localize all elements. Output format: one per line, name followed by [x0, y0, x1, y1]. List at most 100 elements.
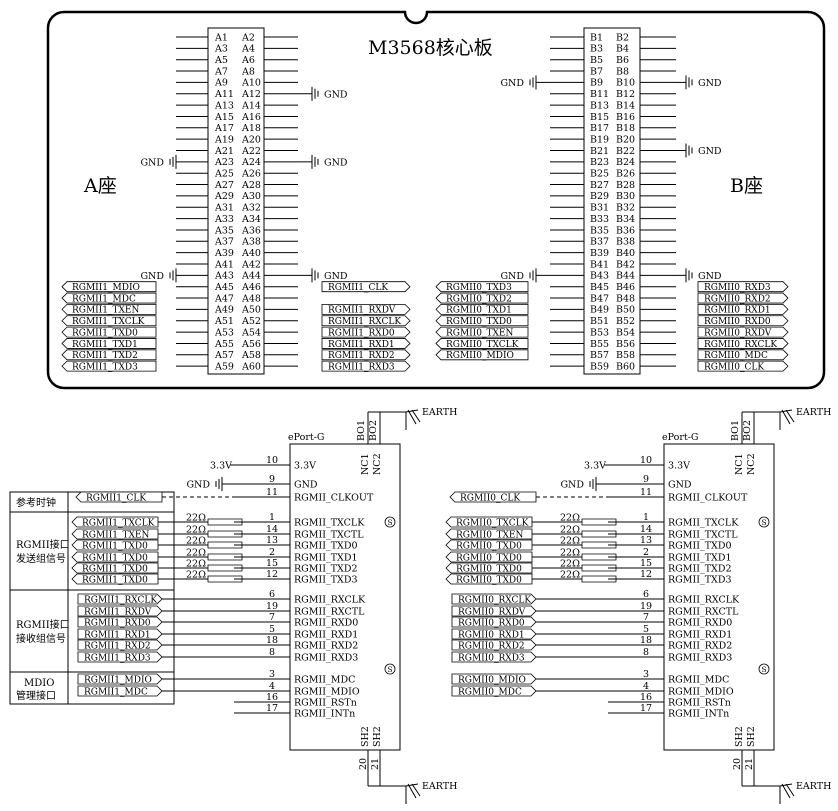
net-flag-b-right: RGMII0_CLK	[698, 361, 788, 372]
ground-symbol: GND	[686, 144, 722, 158]
eport-pin-number: 15	[266, 558, 278, 569]
shield-circle	[384, 516, 396, 528]
pin-label-b: B58	[616, 350, 635, 361]
ground-label: GND	[698, 78, 722, 89]
eport-pin-number: 3	[269, 669, 275, 680]
eport-pin-number: 5	[643, 624, 649, 635]
eport-body	[664, 444, 774, 750]
eport-pin-number: 18	[640, 635, 652, 646]
eport-pin-name: RGMII_TXD3	[294, 575, 358, 586]
rx-group-label-2: 接收组信号	[16, 632, 66, 645]
connector-a-label: A座	[83, 175, 117, 197]
net-flag-label: RGMII1_RXD1	[328, 340, 395, 350]
pin-label-b: B18	[616, 123, 635, 134]
eport-nc-pin: NC2	[372, 453, 383, 475]
eport-pin-number: 14	[266, 524, 278, 535]
eport-net-flag: RGMII0_TXCLK	[446, 517, 532, 528]
pin-label-a: A5	[214, 55, 228, 66]
pin-label-b: B41	[590, 259, 609, 270]
net-flag-label: RGMII0_TXD0	[456, 553, 522, 563]
net-flag-a-right: RGMII1_RXDV	[322, 304, 410, 316]
eport-pin-name: RGMII_RXD1	[668, 630, 732, 641]
eport-top-pin: BO2	[742, 420, 753, 441]
net-flag-label: RGMII0_RXD3	[704, 283, 771, 293]
eport-pin-number: 6	[643, 589, 649, 600]
eport-net-flag: RGMII0_CLK	[450, 492, 536, 503]
shield-s-label: S	[388, 518, 393, 527]
eport-pin-number: 12	[640, 569, 652, 580]
pin-label-b: B40	[616, 248, 635, 259]
net-flag-label: RGMII1_RXDV	[84, 607, 152, 617]
pin-label-b: B37	[590, 237, 609, 248]
net-flag-shape	[78, 606, 162, 616]
eport-net-flag: RGMII0_RXD0	[452, 617, 536, 628]
pin-label-a: A30	[241, 191, 261, 202]
net-flag-label: RGMII1_RXD3	[328, 362, 395, 372]
net-flag-a-left: RGMII1_TXEN	[62, 304, 156, 316]
eport-sh-pin: SH2	[746, 726, 757, 747]
ground-label: GND	[140, 271, 164, 282]
net-flag-label: RGMII0_RXCLK	[458, 595, 531, 605]
pin-label-a: A39	[214, 248, 234, 259]
shield-s-label: S	[762, 665, 767, 674]
eport-pin-name: RGMII_RXCLK	[294, 595, 366, 606]
pin-label-a: A59	[214, 361, 234, 372]
eport-name: ePort-G	[662, 432, 699, 443]
ground-symbol: GND	[312, 87, 348, 101]
pin-label-a: A48	[241, 293, 261, 304]
eport-net-flag: RGMII0_MDC	[452, 686, 536, 697]
eport-pin-name: GND	[294, 480, 318, 491]
eport-pin-name: RGMII_MDIO	[294, 687, 360, 698]
eport-pin-name: RGMII_RXD1	[294, 630, 358, 641]
net-flag-label: RGMII1_RXD0	[84, 618, 151, 628]
net-flag-label: RGMII1_CLK	[328, 283, 388, 293]
eport-pin-name: RGMII_TXCLK	[668, 518, 739, 529]
net-flag-label: RGMII1_RXDV	[328, 306, 396, 316]
pin-label-a: A41	[214, 259, 234, 270]
eport-pin-name: RGMII_TXD0	[294, 541, 358, 552]
net-flag-shape	[322, 316, 410, 326]
net-flag-label: RGMII1_TXCLK	[72, 317, 145, 327]
eport-pin-number: 13	[266, 535, 278, 546]
eport-net-flag: RGMII1_RXDV	[78, 606, 162, 617]
net-flag-label: RGMII0_RXD1	[458, 630, 525, 640]
pin-label-b: B32	[616, 203, 635, 214]
eport-net-flag: RGMII0_RXD3	[452, 652, 536, 663]
net-flag-label: RGMII1_TXD0	[82, 564, 148, 574]
eport-pin-name: RGMII_TXD3	[668, 575, 732, 586]
net-flag-shape	[436, 293, 528, 303]
eport-net-flag: RGMII0_TXEN	[446, 529, 532, 540]
vcc-label: 3.3V	[584, 461, 606, 472]
ground-label: GND	[324, 157, 348, 168]
eport-pin-number: 10	[266, 455, 278, 466]
pin-label-a: A19	[214, 134, 234, 145]
earth-hatch	[408, 784, 416, 798]
pin-label-b: B39	[590, 248, 609, 259]
pin-label-b: B47	[590, 293, 609, 304]
net-flag-shape	[322, 282, 410, 292]
net-flag-shape	[62, 350, 156, 360]
pin-label-a: A52	[241, 316, 261, 327]
resistor-value: 22Ω	[560, 525, 580, 536]
pin-label-a: A9	[214, 78, 228, 89]
eport-pin-name: RGMII_RXCTL	[668, 607, 739, 618]
net-flag-shape	[62, 293, 156, 303]
eport-pin-name: RGMII_RSTn	[668, 698, 731, 709]
net-flag-shape	[436, 316, 528, 326]
net-flag-shape	[62, 282, 156, 292]
net-flag-shape	[62, 361, 156, 371]
pin-label-a: A31	[214, 203, 234, 214]
eport-net-flag: RGMII1_TXEN	[72, 529, 158, 540]
net-flag-shape	[698, 304, 788, 314]
net-flag-label: RGMII0_CLK	[460, 493, 520, 503]
net-flag-label: RGMII0_TXCLK	[446, 340, 519, 350]
eport-pin-name: RGMII_RSTn	[294, 698, 357, 709]
net-flag-b-right: RGMII0_RXDV	[698, 327, 788, 338]
pin-label-b: B8	[616, 66, 629, 77]
earth-label: EARTH	[796, 781, 831, 792]
eport-pin-number: 2	[643, 547, 649, 558]
net-flag-shape	[322, 350, 410, 360]
net-flag-label: RGMII0_RXCLK	[704, 340, 777, 350]
